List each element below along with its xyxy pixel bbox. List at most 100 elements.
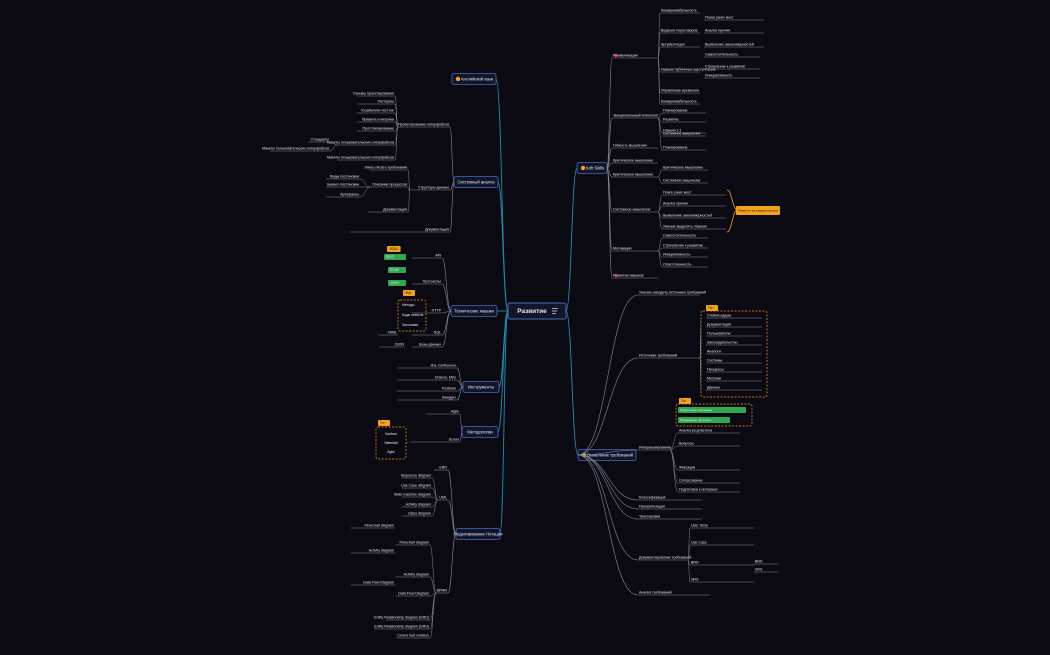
tag-orange <box>706 305 718 311</box>
connector-line <box>441 310 452 314</box>
connector-line <box>565 310 579 456</box>
branch-tools[interactable]: Инструменты <box>462 381 500 393</box>
http-group-box <box>397 299 427 332</box>
connector-line <box>577 454 639 561</box>
tag-orange-text: Тэг <box>380 421 386 425</box>
soft-negotiation-detail: Инициативность <box>705 73 733 77</box>
connector-line <box>441 283 452 312</box>
connector-line <box>577 454 639 501</box>
soft-negotiation-detail: Самостоятельность <box>705 52 738 56</box>
connector-line <box>449 126 455 183</box>
priority-dot <box>614 53 618 58</box>
green-badge-text: JSON <box>390 281 399 285</box>
analysis-integration: Уметь писать требования <box>364 165 407 169</box>
connector-line <box>497 310 509 433</box>
connector-line <box>459 431 463 443</box>
methods-waterfall: Waterfall <box>384 441 397 445</box>
analysis-design-item: Правила и метрики <box>362 117 394 121</box>
connector-line <box>329 144 338 152</box>
analysis-web: Макеты пользовательских интерфейсов <box>327 155 394 159</box>
connector-line <box>606 147 613 169</box>
connector-line <box>606 167 613 178</box>
methods-agile: Agile <box>387 450 395 454</box>
branch-tech-skills[interactable]: Технические навыки <box>450 305 498 317</box>
sources-group-box <box>700 310 768 398</box>
req-interview-item: Согласование <box>679 478 703 482</box>
tag-orange <box>403 290 415 296</box>
soft-category: Мотивация <box>613 246 632 250</box>
req-interview-item: Фиксация <box>679 465 695 469</box>
root-node-label: Развитие <box>517 308 547 315</box>
analysis-data: Структуры данных <box>418 185 449 189</box>
connector-line <box>657 194 663 213</box>
soft-category: Системное мышление <box>613 207 650 211</box>
connector-line <box>687 544 691 561</box>
connector-line <box>431 477 439 501</box>
methods-item: Agile <box>451 409 459 413</box>
interview-group-box <box>675 403 753 427</box>
soft-category: Развитие навыков <box>613 273 644 277</box>
connector-line <box>405 441 409 444</box>
connector-line <box>429 592 437 639</box>
analysis-process-item: Виды постановки <box>330 174 359 178</box>
connector-line <box>657 176 663 184</box>
soft-motivation-item: Стремление к развитию <box>663 243 704 247</box>
tech-tag-leaf: YAML <box>387 330 397 334</box>
req-interview: Интервьюирование <box>639 445 672 449</box>
connector-line <box>495 78 509 312</box>
soft-time-item: Навыки 1:1 <box>663 128 682 132</box>
soft-comm-detail: Поиск узких мест <box>705 15 734 19</box>
branch-modeling[interactable]: Моделирование Нотации <box>453 528 503 540</box>
branch-modeling-label: Моделирование Нотации <box>453 531 503 536</box>
priority-dot <box>614 273 618 278</box>
menu-icon <box>552 308 558 314</box>
branch-tools-label: Инструменты <box>468 384 494 389</box>
soft-time-item: Планирование <box>663 108 688 112</box>
soft-category: Критическое мышление <box>613 158 653 162</box>
modeling-idef-item: Crow's foot notation <box>397 633 429 637</box>
connector-line <box>657 205 663 213</box>
connector-line <box>449 181 455 233</box>
branch-system-analysis[interactable]: Системный анализ <box>453 176 499 188</box>
soft-comm-item: Коммуникабельность <box>661 99 697 103</box>
soft-category: Коммуникации <box>613 53 638 57</box>
tag-orange-text: Тэг <box>681 399 687 403</box>
connector-line <box>577 454 639 510</box>
connector-line <box>429 592 437 630</box>
root-node[interactable]: Развитие <box>507 302 567 320</box>
soft-motivation-item: Инициативность <box>663 252 691 256</box>
branch-methodologies[interactable]: Методологии <box>461 426 499 438</box>
soft-system-item: Анализ причин <box>663 201 688 205</box>
modeling-bpmn-item: Flowchart diagram <box>399 540 429 544</box>
modeling-uml-item: Use Case diagram <box>401 483 431 487</box>
branch-english[interactable]: Английский язык <box>451 73 497 85</box>
soft-comm-item: Навыки публичных выступлений <box>661 67 716 71</box>
soft-system-item: Выявление закономерностей <box>663 213 712 217</box>
branch-tech-skills-label: Технические навыки <box>454 308 494 313</box>
tools-item: Draw.io, Miro <box>435 375 456 379</box>
req-interview-item: Подготовка к интервью <box>679 487 718 491</box>
branch-soft-skills[interactable]: Soft Skills <box>576 162 608 174</box>
analysis-design: Проектирование интерфейсов <box>398 122 449 126</box>
soft-comm-detail: Выявление закономерностей <box>705 42 754 46</box>
connector-line <box>431 499 439 517</box>
connector-line <box>606 167 613 279</box>
analysis-design-item: Юзабилити-тестинг <box>361 108 394 112</box>
green-badge <box>388 267 406 273</box>
connector-line <box>577 454 639 596</box>
modeling-idef-item: Entity Relationship diagram (ERD) <box>374 624 429 628</box>
req-source-item: Метрики <box>707 376 721 380</box>
analysis-design-item: Паттерны <box>378 99 395 103</box>
modeling-idef-item: Entity Relationship diagram (ERD) <box>374 615 429 619</box>
connector-line <box>456 367 464 388</box>
tag-orange-text: JSON <box>389 247 398 251</box>
green-badge-text: Проведение интервью <box>680 418 712 422</box>
analysis-design-item: Основы проектирования <box>353 91 394 95</box>
req-docs-item: User Story <box>691 523 708 527</box>
tools-item: Swagger <box>442 395 457 399</box>
connector-line <box>407 169 411 191</box>
tag-orange-text: XML <box>405 291 412 295</box>
connector-line <box>657 237 663 252</box>
